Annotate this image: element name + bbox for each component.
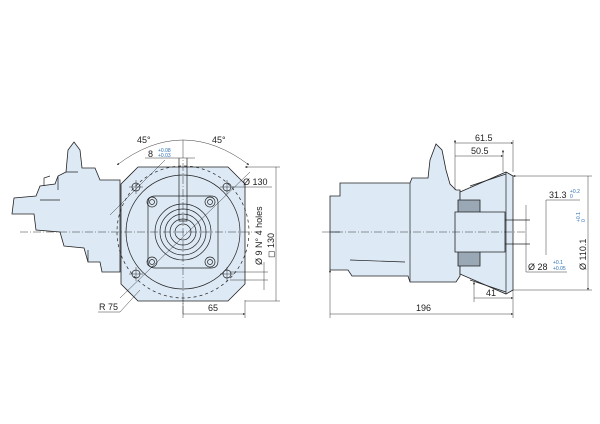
holes-label: Ø 9 N° 4 holes	[254, 206, 264, 265]
key-width-tol-lower: +0.03	[158, 153, 171, 159]
shaft-diameter-tol-lower: +0.05	[553, 266, 566, 272]
flange-depth-outer-label: 61.5	[475, 133, 493, 143]
angle-left-label: 45°	[137, 135, 151, 145]
key-height-tol-lower: 0	[570, 194, 573, 200]
key-width-tol-upper: +0.08	[158, 148, 171, 154]
pilot-diameter-tol-upper: +0.1	[576, 212, 582, 222]
mount-screws	[146, 196, 216, 268]
pilot-diameter-label: Ø 110.1	[578, 239, 588, 270]
key-width-label: 8	[148, 149, 153, 159]
pump-body-left	[11, 141, 121, 273]
flange-depth-inner-label: 50.5	[471, 146, 489, 156]
overall-length-label: 196	[416, 303, 431, 313]
bolt-circle-label: Ø 130	[243, 177, 268, 187]
flange-square-label: ◻ 130	[266, 233, 276, 258]
front-view: 45° 45° 8 +0.08 +0.03 Ø 130 Ø 9 N° 4 hol…	[11, 135, 280, 318]
angle-right-label: 45°	[212, 135, 226, 145]
side-view: 61.5 50.5 31.3 +0.2 0 Ø 110.1 +0.1 0 Ø 2…	[322, 133, 592, 318]
shaft-diameter-tol-upper: +0.1	[553, 260, 563, 266]
shaft-length-label: 41	[486, 288, 496, 298]
radius-label: R 75	[99, 302, 118, 312]
offset-label: 65	[208, 303, 218, 313]
shaft-diameter-label: Ø 28	[528, 262, 548, 272]
key-height-label: 31.3	[549, 190, 567, 200]
pilot-diameter-tol-lower: 0	[581, 219, 587, 222]
flange-holes	[129, 180, 234, 281]
